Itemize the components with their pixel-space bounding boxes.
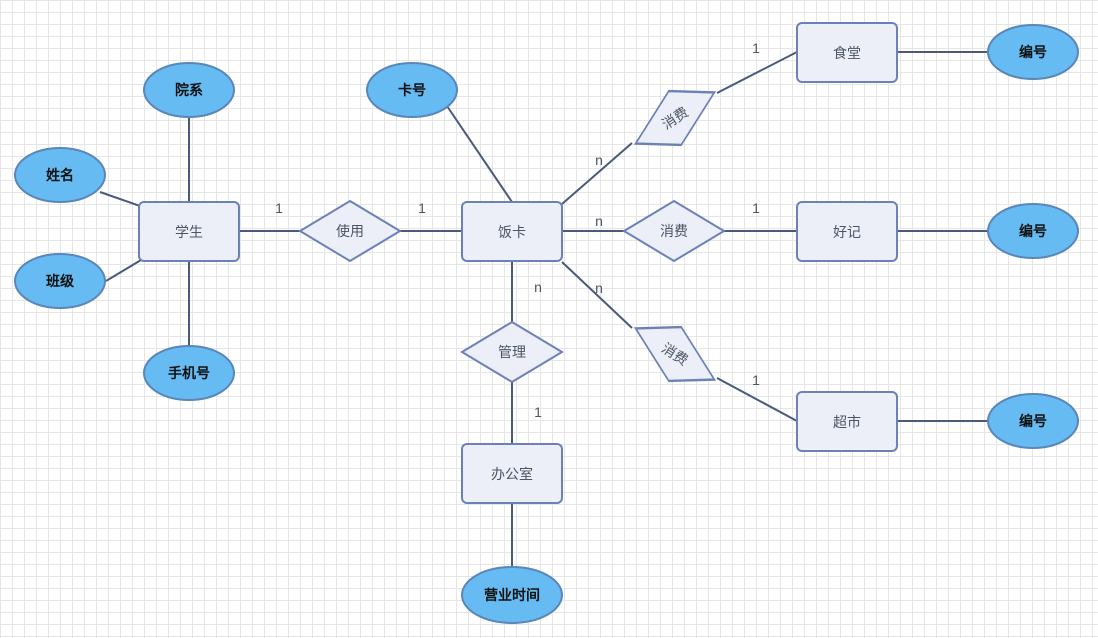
edge-card-consume-supermarket [561,261,633,329]
edges [99,51,988,567]
attribute-haoji-no[interactable]: 编号 [987,203,1079,259]
edge-consume-supermarket [716,377,798,422]
entity-office-label: 办公室 [491,466,533,483]
cardinality-card-consume-canteen: n [595,152,603,168]
entity-haoji[interactable]: 好记 [796,201,898,262]
attribute-department[interactable]: 院系 [143,62,235,118]
relationship-consume-haoji[interactable]: 消费 [622,199,726,263]
relationship-use-label: 使用 [336,223,364,240]
entity-meal-card[interactable]: 饭卡 [461,201,563,262]
cardinality-student-use: 1 [275,200,283,216]
cardinality-use-card: 1 [418,200,426,216]
attribute-class[interactable]: 班级 [14,253,106,309]
edge-class-student [105,256,147,282]
entity-student-label: 学生 [175,225,203,241]
attribute-department-label: 院系 [175,82,203,99]
cardinality-card-consume-haoji: n [595,213,603,229]
attribute-name[interactable]: 姓名 [14,147,106,203]
attribute-business-hours[interactable]: 营业时间 [461,566,563,624]
attribute-supermarket-no-label: 编号 [1019,413,1047,430]
entity-office[interactable]: 办公室 [461,443,563,504]
attribute-canteen-no-label: 编号 [1019,44,1047,61]
edge-cardno-card [446,105,513,203]
entity-canteen[interactable]: 食堂 [796,22,898,83]
attribute-class-label: 班级 [46,273,75,290]
entity-supermarket-label: 超市 [833,414,861,431]
cardinalities: 1 1 n 1 n 1 n 1 n 1 [275,40,760,420]
entity-supermarket[interactable]: 超市 [796,391,898,452]
edge-consume-canteen [716,51,798,94]
relationship-use[interactable]: 使用 [298,199,402,263]
relationship-consume-haoji-label: 消费 [660,224,688,240]
cardinality-consume-haoji-entity: 1 [752,200,760,216]
attribute-phone[interactable]: 手机号 [143,345,235,401]
cardinality-consume-canteen-entity: 1 [752,40,760,56]
entity-student[interactable]: 学生 [138,201,240,262]
entity-meal-card-label: 饭卡 [498,225,526,241]
edge-card-consume-canteen [561,142,633,205]
relationship-consume-canteen[interactable]: 消费 [613,65,736,170]
relationship-consume-supermarket[interactable]: 消费 [613,301,736,406]
cardinality-card-consume-supermarket: n [595,280,603,296]
edge-name-student [99,191,141,207]
attribute-card-no[interactable]: 卡号 [366,62,458,118]
cardinality-consume-supermarket-entity: 1 [752,372,760,388]
attribute-card-no-label: 卡号 [398,82,426,99]
entity-canteen-label: 食堂 [833,45,861,62]
attribute-business-hours-label: 营业时间 [484,587,540,604]
entity-haoji-label: 好记 [833,225,861,241]
attribute-haoji-no-label: 编号 [1019,223,1047,240]
attribute-phone-label: 手机号 [168,365,210,382]
cardinality-manage-office: 1 [534,404,542,420]
attribute-canteen-no[interactable]: 编号 [987,24,1079,80]
relationship-manage[interactable]: 管理 [460,320,564,384]
relationship-manage-label: 管理 [498,345,526,361]
attribute-supermarket-no[interactable]: 编号 [987,393,1079,449]
attribute-name-label: 姓名 [46,167,74,184]
cardinality-card-manage: n [534,279,542,295]
